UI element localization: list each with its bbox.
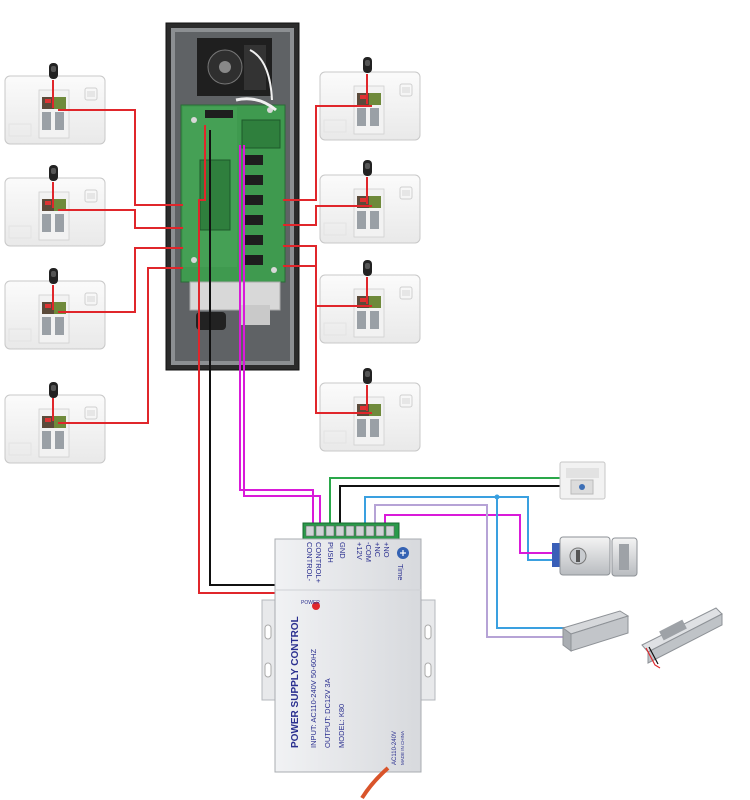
handset-icon: [363, 57, 372, 73]
indoor-monitor-left-2: [4, 165, 106, 247]
terminal-push: PUSH: [326, 542, 335, 563]
magenta-wire-no: [384, 514, 555, 554]
handset-icon: [49, 63, 58, 79]
psu-model: MODEL: K80: [337, 704, 346, 748]
power-label: POWER: [301, 600, 320, 606]
magenta-wire-b: [243, 145, 321, 533]
terminal-control-plus: CONTROL+: [314, 542, 323, 584]
monitor-wires: [52, 74, 372, 424]
handset-icon: [49, 165, 58, 181]
terminal-no: +NO: [382, 542, 391, 558]
electric-lock-icon: [552, 536, 638, 577]
indoor-monitor-left-1: [4, 63, 106, 145]
indoor-monitor-left-3: [4, 268, 106, 350]
lilac-wire-nc: [374, 504, 565, 638]
mains-cable: [360, 766, 390, 800]
handset-icon: [363, 160, 372, 176]
terminal-control-minus: CONTROL-: [305, 542, 314, 582]
black-wire-exit: [339, 485, 560, 533]
time-label: Time: [396, 564, 405, 580]
handset-icon: [49, 268, 58, 284]
psu-title: POWER SUPPLY CONTROL: [290, 616, 301, 748]
outdoor-panel: [165, 22, 300, 371]
terminal-com: -COM: [364, 542, 373, 562]
magnetic-lock-icon: [561, 610, 630, 652]
handset-icon: [363, 368, 372, 384]
blue-wire-lock: [496, 497, 565, 629]
green-wire-exit: [329, 477, 560, 533]
psu-input: INPUT: AC110-240V 50-60HZ: [309, 649, 318, 748]
power-led: [312, 602, 320, 610]
magenta-wire-a: [239, 145, 314, 533]
terminal-nc: +NC: [373, 542, 382, 558]
blue-wire-com: [364, 496, 555, 561]
electric-bolt-icon: [641, 607, 723, 669]
psu-output: OUTPUT: DC12V 3A: [323, 678, 332, 748]
exit-button-icon: [559, 461, 606, 500]
indoor-monitor-right-2: [319, 160, 421, 244]
power-supply: POWER Time CONTROL- CONTROL+ PUSH GND +1…: [261, 522, 436, 800]
indoor-monitor-right-1: [319, 57, 421, 141]
handset-icon: [49, 382, 58, 398]
terminal-12v: +12V: [355, 542, 364, 560]
psu-side-voltage: AC110-240V: [392, 731, 398, 765]
terminal-gnd: GND: [338, 542, 347, 559]
indoor-monitor-right-3: [319, 260, 421, 344]
psu-made-in: MADE IN CHINA: [400, 731, 405, 765]
handset-icon: [363, 260, 372, 276]
indoor-monitor-right-4: [319, 368, 421, 452]
